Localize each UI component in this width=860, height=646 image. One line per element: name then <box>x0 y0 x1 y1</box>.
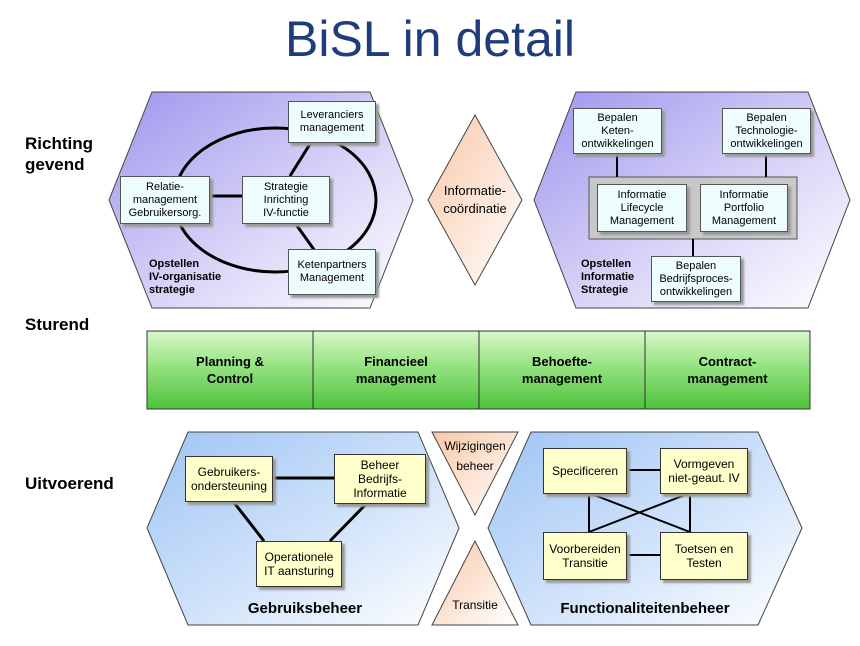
title-gebruiksbeheer: Gebruiksbeheer <box>247 600 363 617</box>
label-transitie: Transitie <box>452 598 498 612</box>
box-bepalen-technologie: Bepalen Technologie- ontwikkelingen <box>722 108 811 154</box>
hexagon-bottom-right <box>487 431 803 626</box>
cell-behoefte-management: Behoefte- management <box>521 354 603 386</box>
diamond-informatie-coordinatie <box>427 113 523 287</box>
box-gebruikersondersteuning: Gebruikers- ondersteuning <box>185 456 273 502</box>
box-vormgeven: Vormgeven niet-geaut. IV <box>660 448 748 494</box>
box-informatie-portfolio: Informatie Portfolio Management <box>700 184 788 232</box>
row-label-sturend: Sturend <box>25 315 90 334</box>
triangle-transitie <box>431 539 519 626</box>
label-wijzigingen-beheer: Wijzigingen beheer <box>444 439 506 473</box>
box-toetsen-testen: Toetsen en Testen <box>660 532 748 580</box>
box-informatie-lifecycle: Informatie Lifecycle Management <box>597 184 687 232</box>
box-operationele-it-aansturing: Operationele IT aansturing <box>256 541 342 587</box>
caption-opstellen-informatie-strategie: Opstellen Informatie Strategie <box>581 258 635 296</box>
box-bepalen-keten: Bepalen Keten- ontwikkelingen <box>573 108 662 154</box>
box-relatiemanagement: Relatie- management Gebruikersorg. <box>120 176 210 224</box>
label-informatie-coordinatie: Informatie- coördinatie <box>443 183 507 216</box>
row-label-uitvoerend: Uitvoerend <box>25 474 114 493</box>
triangle-wijzigingen <box>431 431 519 517</box>
box-voorbereiden-transitie: Voorbereiden Transitie <box>543 532 627 580</box>
box-specificeren: Specificeren <box>543 448 627 494</box>
row-label-richting-gevend: Richting gevend <box>25 134 93 174</box>
box-ketenpartners-management: Ketenpartners Management <box>288 249 376 295</box>
cell-contract-management: Contract- management <box>687 354 768 386</box>
cell-financieel-management: Financieel management <box>355 354 437 386</box>
title-functionaliteitenbeheer: Functionaliteitenbeheer <box>560 600 730 617</box>
box-strategie-inrichting: Strategie Inrichting IV-functie <box>242 176 330 224</box>
page-title: BiSL in detail <box>285 11 575 67</box>
box-bepalen-bedrijfsproces: Bepalen Bedrijfsproces- ontwikkelingen <box>651 256 741 302</box>
box-beheer-bedrijfsinformatie: Beheer Bedrijfs- Informatie <box>334 454 426 504</box>
box-leveranciers-management: Leveranciers management <box>288 101 376 143</box>
cell-planning-control: Planning & Control <box>196 354 264 386</box>
caption-opstellen-iv-organisatie: Opstellen IV-organisatie strategie <box>149 258 222 296</box>
